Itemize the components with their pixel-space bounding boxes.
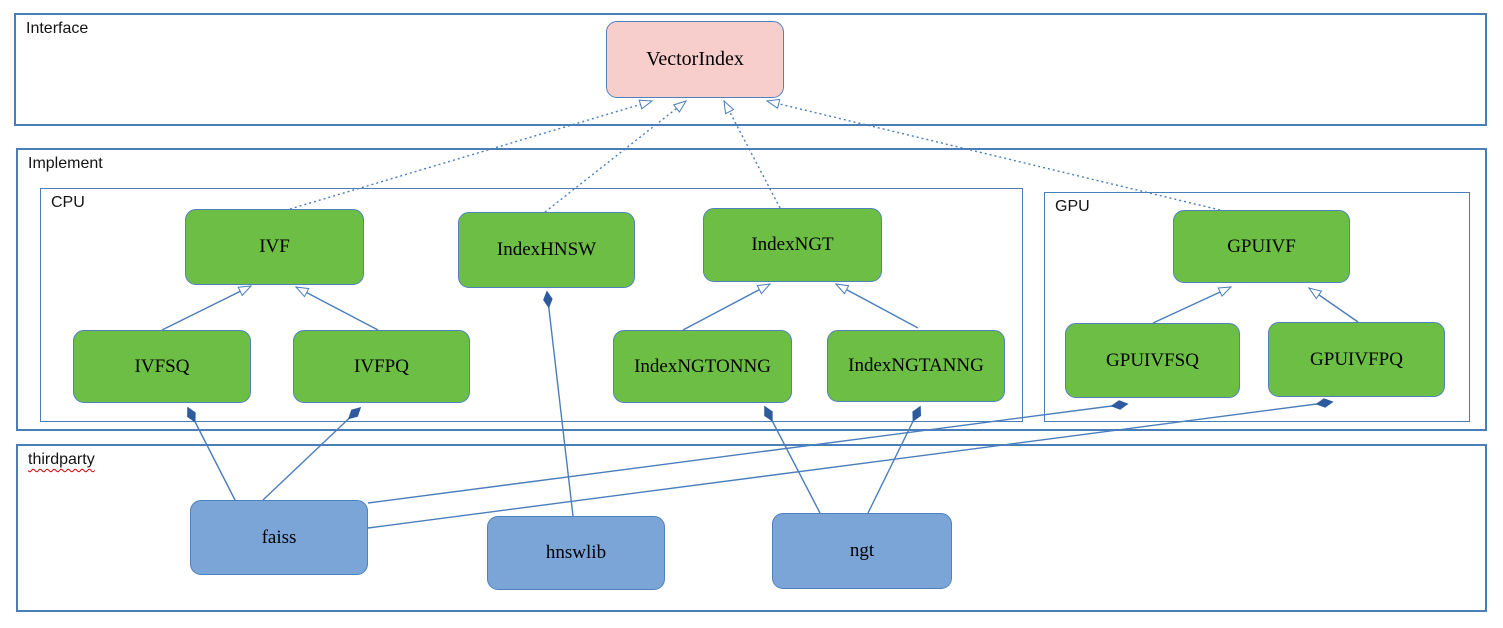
node-vectorindex[interactable]: VectorIndex [606,21,784,98]
node-gpuivfpq[interactable]: GPUIVFPQ [1268,322,1445,397]
container-implement-label: Implement [28,155,103,172]
node-faiss[interactable]: faiss [190,500,368,575]
node-ivf[interactable]: IVF [185,209,364,285]
node-indexngtonng[interactable]: IndexNGTONNG [613,330,792,403]
container-interface-label: Interface [26,20,89,37]
node-gpuivf[interactable]: GPUIVF [1173,210,1350,283]
node-gpuivfsq[interactable]: GPUIVFSQ [1065,323,1240,398]
node-indexhnsw[interactable]: IndexHNSW [458,212,635,288]
container-cpu-label: CPU [51,194,85,211]
container-thirdparty-label: thirdparty [28,451,95,468]
node-ivfsq[interactable]: IVFSQ [73,330,251,403]
node-ngt[interactable]: ngt [772,513,952,589]
node-indexngtanng[interactable]: IndexNGTANNG [827,330,1005,402]
node-ivfpq[interactable]: IVFPQ [293,330,470,403]
node-hnswlib[interactable]: hnswlib [487,516,665,590]
node-indexngt[interactable]: IndexNGT [703,208,882,282]
container-gpu-label: GPU [1055,198,1090,215]
